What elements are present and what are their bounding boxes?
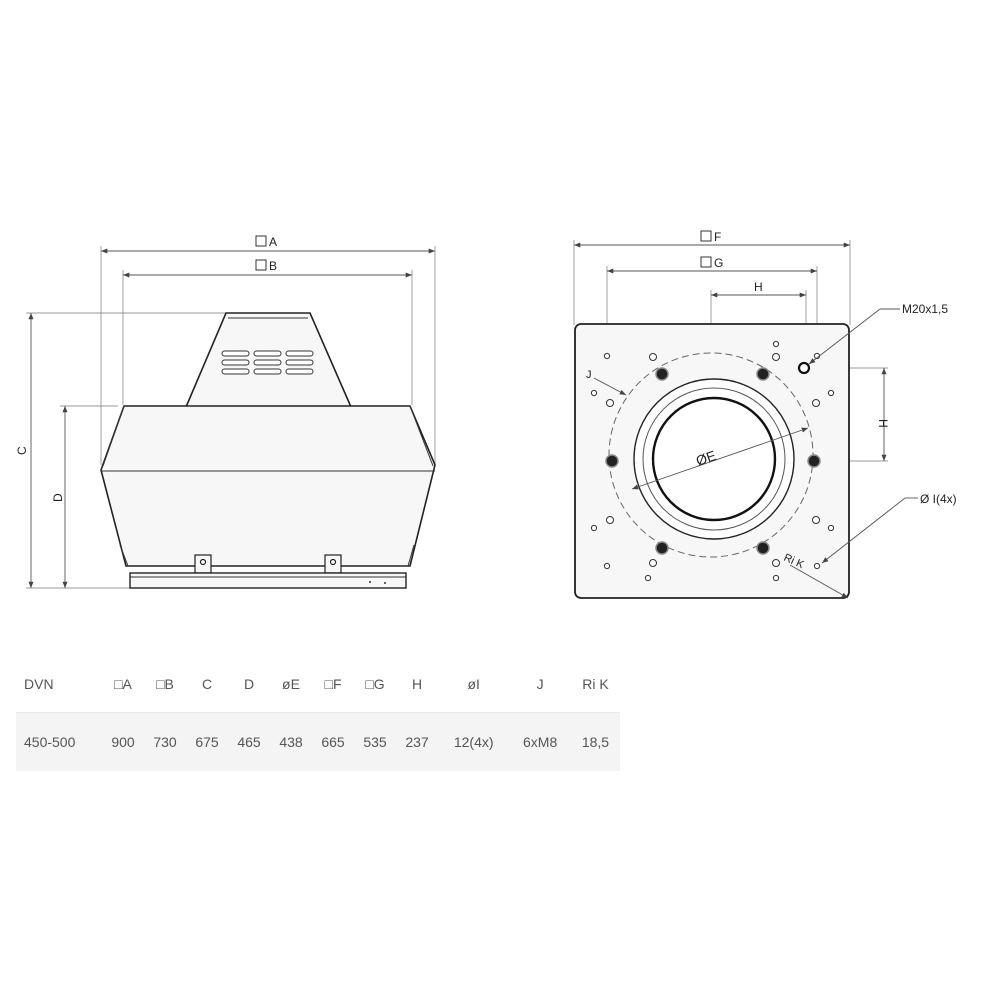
label-h-top: H [754, 280, 763, 294]
side-view: A B C D [15, 235, 436, 589]
table-cell: 6xM8 [509, 712, 571, 771]
table-header-cell: J [509, 656, 571, 713]
label-d: D [51, 493, 65, 502]
mounting-bolts [605, 367, 821, 555]
square-symbol-f [700, 230, 712, 242]
table-header-cell: □G [354, 656, 396, 713]
table-header-cell: Ri K [570, 656, 620, 713]
technical-drawing: A B C D [15, 230, 957, 599]
fan-housing [100, 405, 436, 567]
table-header-cell: H [396, 656, 438, 713]
cable-gland [797, 361, 811, 375]
top-view: F G H H ØE [573, 230, 957, 599]
table-cell: 438 [270, 712, 312, 771]
table-cell: 665 [312, 712, 354, 771]
table-header-cell: øE [270, 656, 312, 713]
table-cell: 730 [144, 712, 186, 771]
label-g: G [714, 256, 723, 270]
dimension-table: DVN □A □B C D øE □F □G H øI J Ri K 450-5… [16, 656, 620, 771]
label-h-side: H [876, 419, 890, 428]
table-row: 450-500 900 730 675 465 438 665 535 237 … [16, 712, 620, 771]
label-f: F [714, 230, 721, 244]
label-m20: M20x1,5 [902, 302, 948, 316]
table-header-cell: øI [438, 656, 510, 713]
label-e: ØE [694, 447, 718, 469]
square-symbol-b [255, 259, 267, 271]
label-j: J [586, 369, 592, 381]
mounting-brackets [194, 554, 342, 574]
table-header-cell: □A [102, 656, 144, 713]
table-header-cell: C [186, 656, 228, 713]
table-header-cell: □B [144, 656, 186, 713]
table-header-row: DVN □A □B C D øE □F □G H øI J Ri K [16, 656, 620, 713]
table-cell: 237 [396, 712, 438, 771]
square-symbol-g [700, 256, 712, 268]
square-symbol-a [255, 235, 267, 247]
table-cell: 675 [186, 712, 228, 771]
label-c: C [15, 446, 29, 455]
table-cell: 12(4x) [438, 712, 510, 771]
table-header-cell: □F [312, 656, 354, 713]
table-header-cell: DVN [16, 656, 102, 713]
table-cell: 18,5 [570, 712, 620, 771]
dimension-line-e [631, 427, 809, 490]
label-i: Ø I(4x) [920, 492, 957, 506]
table-cell: 465 [228, 712, 270, 771]
base-plate [129, 572, 407, 589]
label-b: B [269, 259, 277, 273]
table-cell: 535 [354, 712, 396, 771]
table-cell: 900 [102, 712, 144, 771]
small-holes [590, 340, 835, 582]
label-a: A [269, 235, 277, 249]
table-header-cell: D [228, 656, 270, 713]
table-cell: 450-500 [16, 712, 102, 771]
vent-slots [221, 350, 314, 375]
